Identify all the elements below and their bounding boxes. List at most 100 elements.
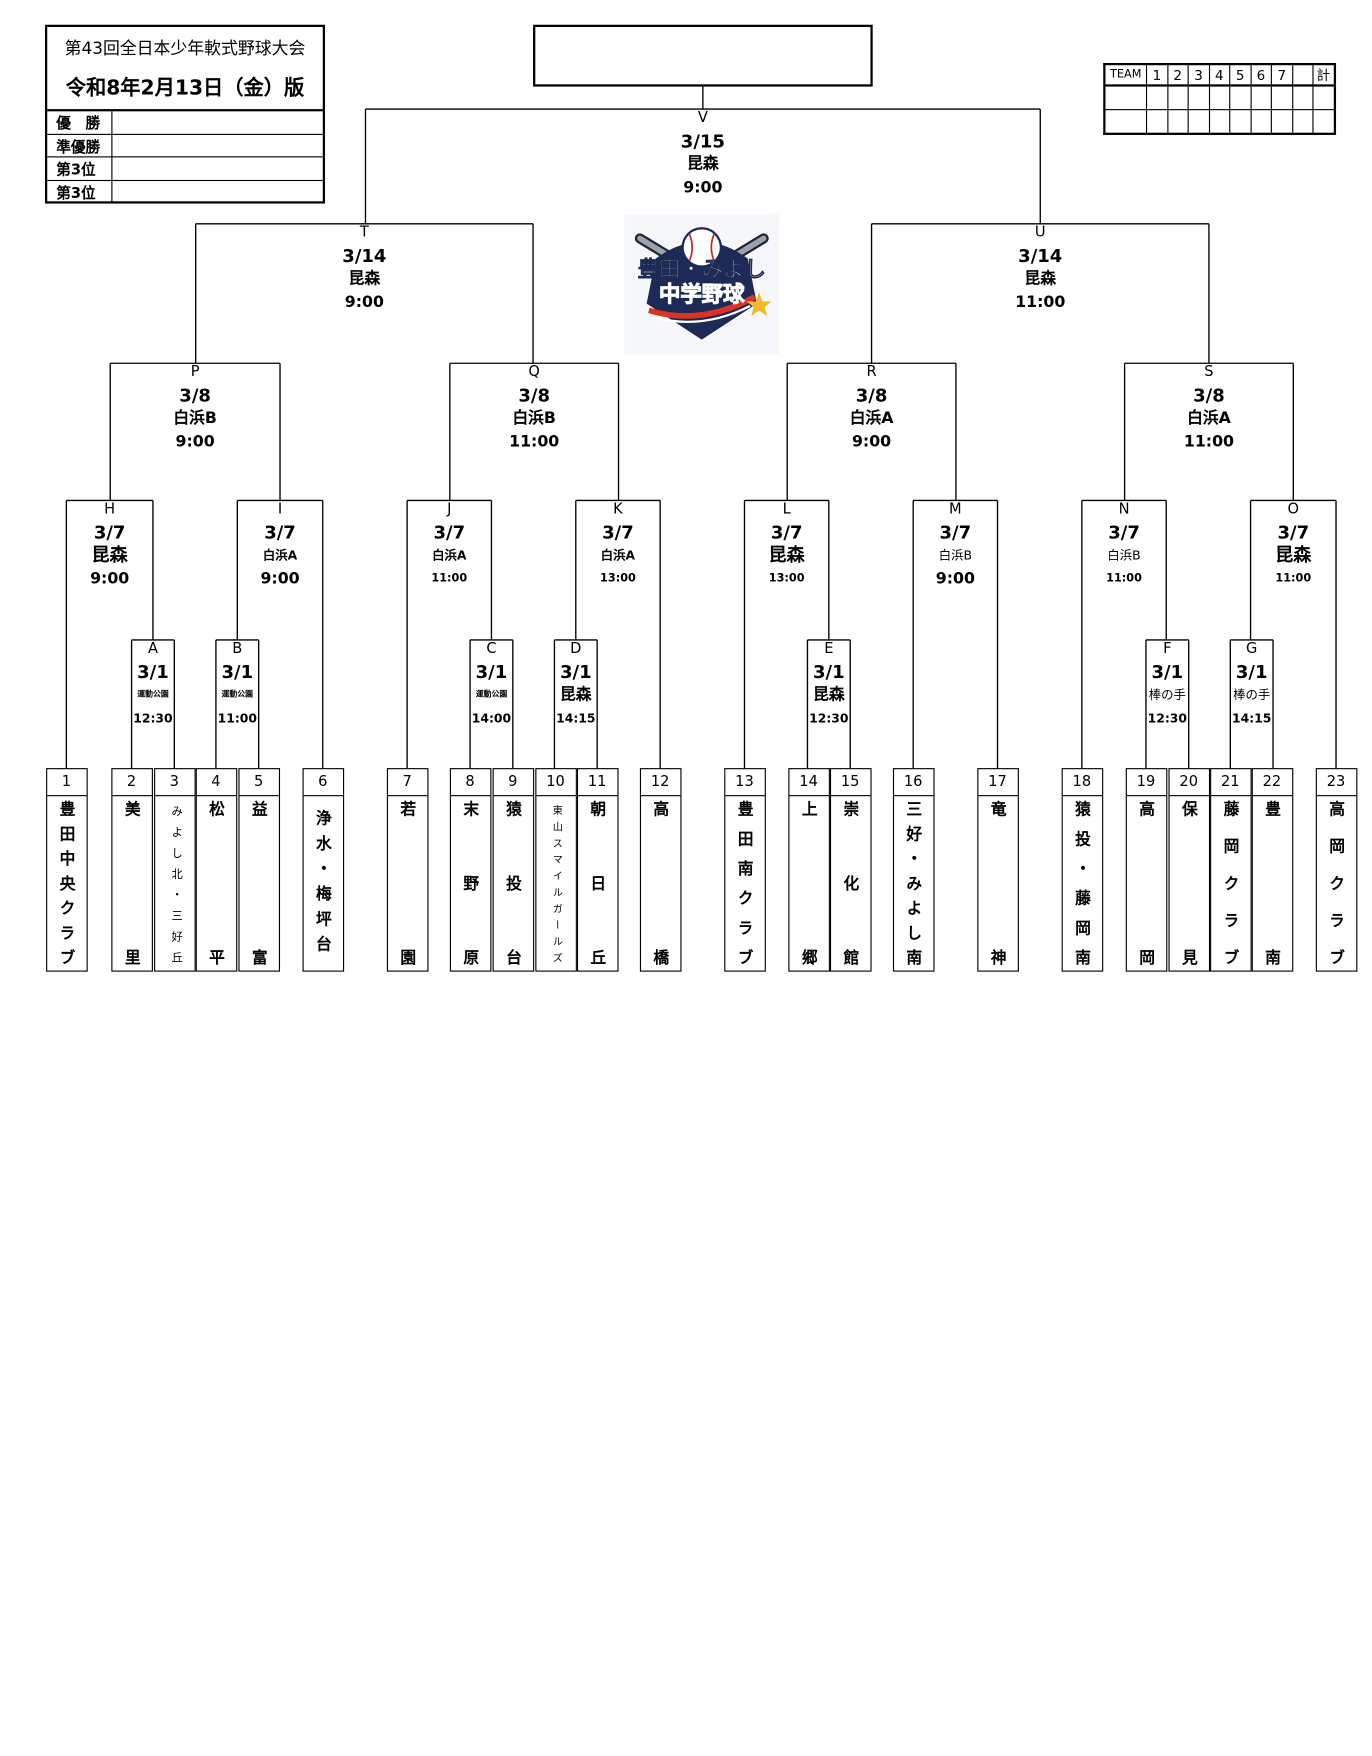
team-slot-18: 18 猿投・藤岡南	[1061, 768, 1103, 972]
match-label: T	[359, 224, 369, 242]
match-venue: 白浜B	[173, 409, 217, 428]
scoreboard-cell	[1187, 109, 1210, 135]
team-number: 14	[788, 769, 829, 797]
match-date: 3/14	[342, 245, 387, 267]
team-slot-17: 17 竜神	[976, 768, 1019, 972]
title-box: 第43回全日本少年軟式野球大会 令和8年2月13日（金）版 優 勝 準優勝 第3…	[44, 24, 326, 204]
team-name: 末野原	[461, 800, 480, 965]
match-date: 3/1	[1151, 661, 1184, 683]
team-number: 10	[535, 769, 576, 797]
match-label: E	[824, 640, 834, 658]
team-name: 竜神	[988, 800, 1007, 965]
team-name: 崇化館	[841, 800, 860, 965]
scoreboard-cell	[1229, 84, 1252, 111]
league-logo: 豊田・みよし 中学野球	[624, 213, 780, 355]
match-time: 9:00	[344, 293, 384, 312]
team-number: 18	[1062, 769, 1102, 797]
team-number: 15	[830, 769, 870, 797]
match-time: 13:00	[768, 572, 805, 585]
team-number: 17	[977, 769, 1018, 797]
match-venue: 白浜A	[262, 548, 298, 563]
match-time: 14:15	[1231, 711, 1272, 726]
scoreboard-cell	[1270, 84, 1293, 111]
match-date: 3/14	[1018, 245, 1063, 267]
match-time: 9:00	[851, 432, 892, 451]
match-venue: 白浜A	[849, 409, 894, 428]
match-time: 13:00	[600, 572, 636, 585]
match-date: 3/15	[680, 130, 725, 152]
match-date: 3/8	[1193, 384, 1225, 406]
match-label: Q	[528, 363, 540, 381]
result-label: 第3位	[47, 179, 113, 203]
match-venue: 棒の手	[1148, 687, 1186, 703]
match-date: 3/7	[770, 521, 803, 544]
team-name: 豊南	[1262, 800, 1281, 965]
team-number: 8	[450, 769, 490, 797]
match-venue: 運動公園	[137, 689, 169, 699]
edition-date: 令和8年2月13日（金）版	[65, 76, 305, 101]
scoreboard-header-cell: 3	[1187, 63, 1210, 87]
match-venue: 昆森	[560, 686, 592, 704]
match-time: 9:00	[260, 570, 300, 589]
team-number: 9	[493, 769, 533, 797]
scoreboard-cell	[1208, 109, 1231, 135]
match-label: O	[1287, 501, 1300, 518]
team-name: 高橋	[651, 800, 670, 965]
match-label: V	[697, 109, 708, 127]
match-venue: 昆森	[1024, 269, 1056, 288]
match-label: F	[1163, 640, 1172, 658]
team-number: 21	[1210, 769, 1250, 797]
match-label: L	[782, 501, 791, 518]
team-name: 上郷	[799, 800, 818, 965]
team-name: 浄水・梅坪台	[313, 809, 332, 952]
team-number: 23	[1316, 769, 1356, 797]
scoreboard-header-cell: 4	[1208, 63, 1231, 87]
team-number: 22	[1252, 769, 1292, 797]
team-number: 19	[1126, 769, 1166, 797]
match-time: 14:00	[471, 711, 512, 726]
team-name: 猿投・藤岡南	[1072, 800, 1091, 965]
result-value	[111, 156, 323, 181]
match-label: B	[232, 640, 243, 658]
match-time: 12:30	[809, 711, 849, 726]
scoreboard-cell	[1166, 84, 1189, 111]
result-row-runner-up: 準優勝	[47, 133, 323, 158]
match-time: 14:15	[556, 711, 596, 726]
team-name: 豊田中央クラブ	[57, 800, 76, 965]
team-slot-22: 22 豊南	[1251, 768, 1293, 972]
match-venue: 運動公園	[221, 689, 254, 699]
result-value	[111, 133, 323, 158]
match-date: 3/1	[475, 661, 508, 683]
team-slot-14: 14 上郷	[787, 768, 830, 972]
match-time: 9:00	[935, 570, 975, 589]
match-venue: 棒の手	[1233, 687, 1271, 703]
team-slot-15: 15 崇化館	[829, 768, 872, 972]
team-number: 16	[893, 769, 933, 797]
scoreboard-cell	[1291, 109, 1314, 135]
match-date: 3/7	[602, 521, 634, 544]
baseball-icon	[681, 227, 722, 268]
team-number: 5	[238, 769, 279, 797]
match-date: 3/7	[939, 521, 972, 544]
match-venue: 昆森	[813, 686, 845, 704]
match-date: 3/7	[93, 521, 126, 544]
match-label: J	[447, 501, 452, 518]
match-time: 11:00	[1275, 572, 1312, 585]
team-name: 猿投台	[503, 800, 522, 965]
result-row-third: 第3位	[47, 156, 323, 181]
match-date: 3/7	[264, 521, 296, 544]
scoreboard-cell	[1103, 84, 1148, 111]
